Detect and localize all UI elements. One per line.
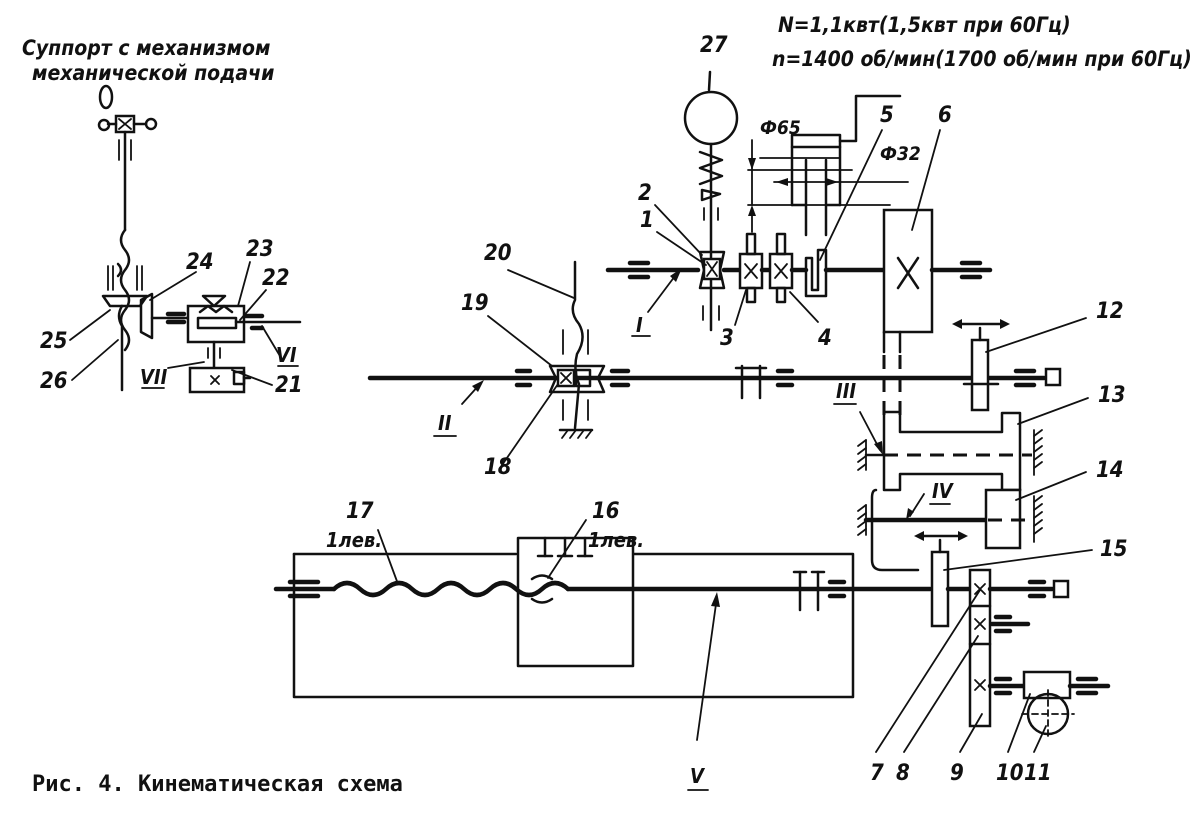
shaft-label-v: V bbox=[690, 764, 706, 788]
leader-lines-lower bbox=[377, 519, 720, 791]
figure-caption: Рис. 4. Кинематическая схема bbox=[32, 772, 403, 797]
shaft-label-iii: III bbox=[836, 379, 856, 403]
part-label-26: 26 bbox=[40, 369, 68, 394]
part-label-6: 6 bbox=[938, 103, 952, 128]
part-label-10: 10 bbox=[996, 761, 1024, 786]
belt-drive bbox=[747, 94, 909, 237]
gear-block-1-2 bbox=[698, 250, 726, 290]
gearbox-12-14 bbox=[857, 319, 1043, 572]
bevel-gear-24 bbox=[139, 292, 154, 340]
leader-lines-ii bbox=[433, 269, 575, 469]
lead-screw-17 bbox=[331, 580, 571, 598]
part-label-20: 20 bbox=[484, 241, 512, 266]
leader-lines-feed bbox=[875, 549, 1093, 753]
part-label-13: 13 bbox=[1098, 383, 1126, 408]
part-label-5: 5 bbox=[880, 103, 894, 128]
lead-screw-icon bbox=[119, 228, 131, 352]
part-label-27: 27 bbox=[700, 33, 728, 58]
screw-17-note: 1лев. bbox=[326, 528, 382, 552]
shaft-label-i: I bbox=[636, 313, 643, 337]
part-label-21: 21 bbox=[275, 373, 303, 398]
part-label-9: 9 bbox=[950, 761, 964, 786]
nut-16-note: 1лев. bbox=[588, 528, 644, 552]
part-label-16: 16 bbox=[592, 499, 620, 524]
gear-4 bbox=[768, 232, 794, 304]
part-label-7: 7 bbox=[870, 761, 884, 786]
diameter-32-label: Ф32 bbox=[880, 143, 921, 165]
pulley-5 bbox=[804, 248, 828, 298]
motor-assembly bbox=[683, 70, 739, 332]
part-label-17: 17 bbox=[346, 499, 374, 524]
part-label-3: 3 bbox=[720, 326, 734, 351]
part-label-4: 4 bbox=[817, 326, 832, 351]
gear-block-18-19 bbox=[548, 260, 606, 439]
shaft-label-vii: VII bbox=[140, 365, 168, 389]
leader-lines-left bbox=[69, 261, 299, 389]
part-label-2: 2 bbox=[638, 181, 652, 206]
part-label-25: 25 bbox=[40, 329, 68, 354]
part-label-24: 24 bbox=[186, 250, 214, 275]
part-label-1: 1 bbox=[640, 208, 654, 233]
support-title-line2: механической подачи bbox=[32, 61, 274, 85]
shaft-label-iv: IV bbox=[932, 479, 955, 503]
support-title-line1: Суппорт с механизмом bbox=[22, 36, 270, 60]
part-label-23: 23 bbox=[246, 237, 274, 262]
shaft-label-ii: II bbox=[438, 411, 452, 435]
feed-train-7-11 bbox=[914, 531, 1111, 739]
motor-27-icon bbox=[683, 90, 739, 146]
shaft-end-ii bbox=[1044, 367, 1062, 387]
part-label-19: 19 bbox=[461, 291, 489, 316]
support-mechanism bbox=[97, 84, 302, 394]
leader-lines-gearbox bbox=[833, 317, 1089, 520]
leader-lines-top bbox=[631, 129, 941, 337]
part-label-22: 22 bbox=[262, 266, 290, 291]
carriage-assembly bbox=[273, 536, 933, 699]
gear-3 bbox=[738, 232, 764, 304]
motor-power-label: N=1,1квт(1,5квт при 60Гц) bbox=[778, 13, 1071, 37]
shaft-label-vi: VI bbox=[276, 343, 297, 367]
handwheel-icon bbox=[97, 84, 158, 134]
diameter-65-label: Ф65 bbox=[760, 117, 801, 139]
part-label-18: 18 bbox=[484, 455, 512, 480]
motor-speed-label: n=1400 об/мин(1700 об/мин при 60Гц) bbox=[772, 47, 1192, 71]
part-label-12: 12 bbox=[1096, 299, 1124, 324]
part-label-14: 14 bbox=[1096, 458, 1124, 483]
part-label-11: 11 bbox=[1024, 761, 1052, 786]
part-label-15: 15 bbox=[1100, 537, 1128, 562]
part-label-8: 8 bbox=[896, 761, 910, 786]
